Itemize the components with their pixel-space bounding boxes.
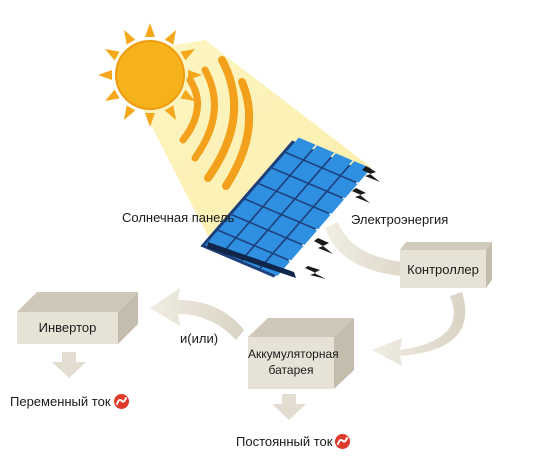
arrow-controller-to-battery: [372, 292, 466, 366]
dc-current-label: Постоянный ток: [236, 434, 351, 449]
solar-cell: [242, 246, 272, 269]
sun-ray-arcs: [179, 56, 254, 190]
solar-cell: [274, 238, 304, 261]
battery-label-line1: Аккумуляторная: [248, 347, 339, 361]
solar-cell: [304, 145, 335, 167]
solar-panel-label: Солнечная панель: [122, 210, 235, 225]
sun-icon: [98, 23, 202, 127]
arrow-battery-to-inverter: [150, 288, 244, 340]
solar-cell: [309, 168, 340, 191]
solar-cell: [328, 176, 358, 199]
controller-label: Контроллер: [407, 262, 479, 277]
dc-current-text: Постоянный ток: [236, 434, 333, 449]
battery-box: [248, 318, 354, 389]
solar-cell: [296, 184, 326, 206]
solar-cell: [232, 199, 262, 222]
solar-cell: [259, 168, 289, 191]
solar-cell: [264, 192, 294, 214]
solar-cell: [255, 230, 286, 253]
solar-cell: [218, 215, 249, 237]
lightning-icon: [305, 166, 380, 279]
solar-cell: [287, 223, 318, 245]
ac-current-text: Переменный ток: [10, 394, 111, 409]
solar-cell: [291, 160, 321, 183]
battery-label: Аккумуляторная батарея: [248, 346, 339, 378]
solar-cell: [260, 254, 291, 276]
solar-cell: [277, 176, 308, 199]
controller-box: [400, 242, 492, 288]
solar-cell: [341, 161, 372, 183]
power-warning-icon: [113, 394, 129, 409]
inverter-box: [17, 292, 138, 344]
arrow-inverter-down: [52, 352, 86, 378]
power-warning-icon: [335, 434, 351, 449]
solar-cell: [323, 153, 353, 175]
inverter-label: Инвертор: [38, 320, 97, 335]
solar-cell: [250, 207, 281, 230]
solar-cell: [314, 192, 345, 214]
solar-cell: [245, 184, 276, 206]
arrow-battery-down: [272, 394, 306, 420]
solar-cell: [282, 199, 313, 222]
electricity-label: Электроэнергия: [351, 212, 449, 227]
solar-cell: [237, 223, 267, 245]
ac-current-label: Переменный ток: [10, 394, 129, 409]
solar-cell: [272, 153, 303, 175]
and-or-label: и(или): [180, 331, 219, 346]
solar-cell: [301, 207, 331, 230]
solar-cell: [269, 215, 299, 237]
solar-panel-edge: [207, 242, 296, 278]
battery-label-line2: батарея: [268, 363, 314, 377]
solar-cell: [286, 137, 316, 160]
